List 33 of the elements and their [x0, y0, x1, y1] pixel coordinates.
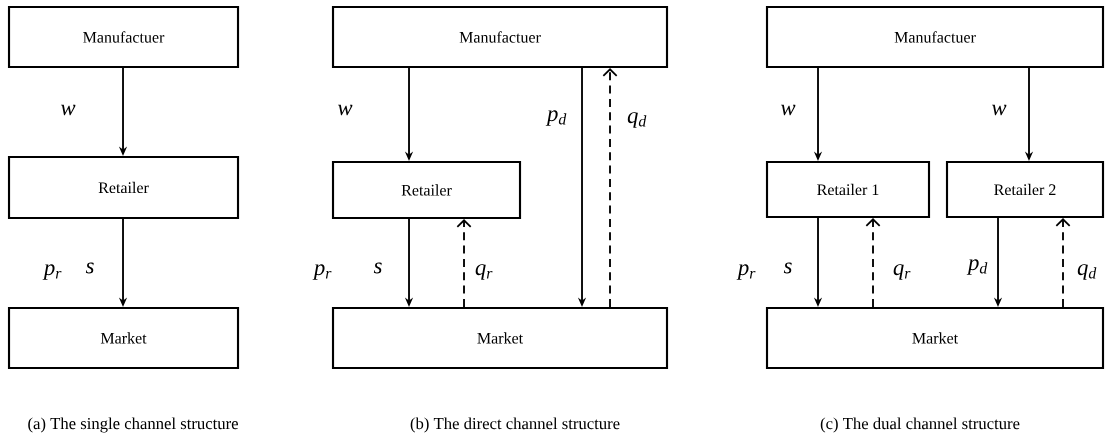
arrow — [865, 218, 881, 308]
caption: (b) The direct channel structure — [410, 417, 620, 433]
arrow — [602, 68, 618, 308]
variable-label: q$_{d}$ — [1077, 264, 1097, 280]
variable-label: p$_{r}$ — [312, 264, 332, 280]
process-box: Market — [7, 306, 240, 370]
process-box: Manufactuer — [765, 5, 1105, 69]
caption: (c) The dual channel structure — [820, 417, 1020, 433]
process-box: Retailer — [331, 160, 522, 220]
variable-label: p$_{d}$ — [966, 259, 988, 275]
variable-label: p$_{r}$ — [42, 264, 62, 280]
process-box: Market — [765, 306, 1105, 370]
variable-label: w — [781, 104, 796, 116]
variable-label: q$_{r}$ — [475, 264, 493, 280]
process-box: Manufactuer — [331, 5, 669, 69]
process-box: Retailer 1 — [765, 160, 931, 219]
arrow — [456, 219, 472, 308]
variable-label: w — [338, 104, 353, 116]
arrow — [1055, 218, 1071, 308]
variable-label: q$_{d}$ — [627, 112, 647, 128]
process-box: Retailer 2 — [945, 160, 1105, 219]
variable-label: w — [61, 104, 76, 116]
variable-label: s — [373, 262, 382, 274]
process-box: Manufactuer — [7, 5, 240, 69]
variable-label: q$_{r}$ — [893, 264, 911, 280]
variable-label: s — [85, 262, 94, 274]
process-box: Market — [331, 306, 669, 370]
caption: (a) The single channel structure — [28, 417, 238, 433]
variable-label: s — [783, 262, 792, 274]
process-box: Retailer — [7, 155, 240, 220]
variable-label: p$_{r}$ — [736, 264, 756, 280]
variable-label: p$_{d}$ — [545, 110, 567, 126]
variable-label: w — [992, 104, 1007, 116]
